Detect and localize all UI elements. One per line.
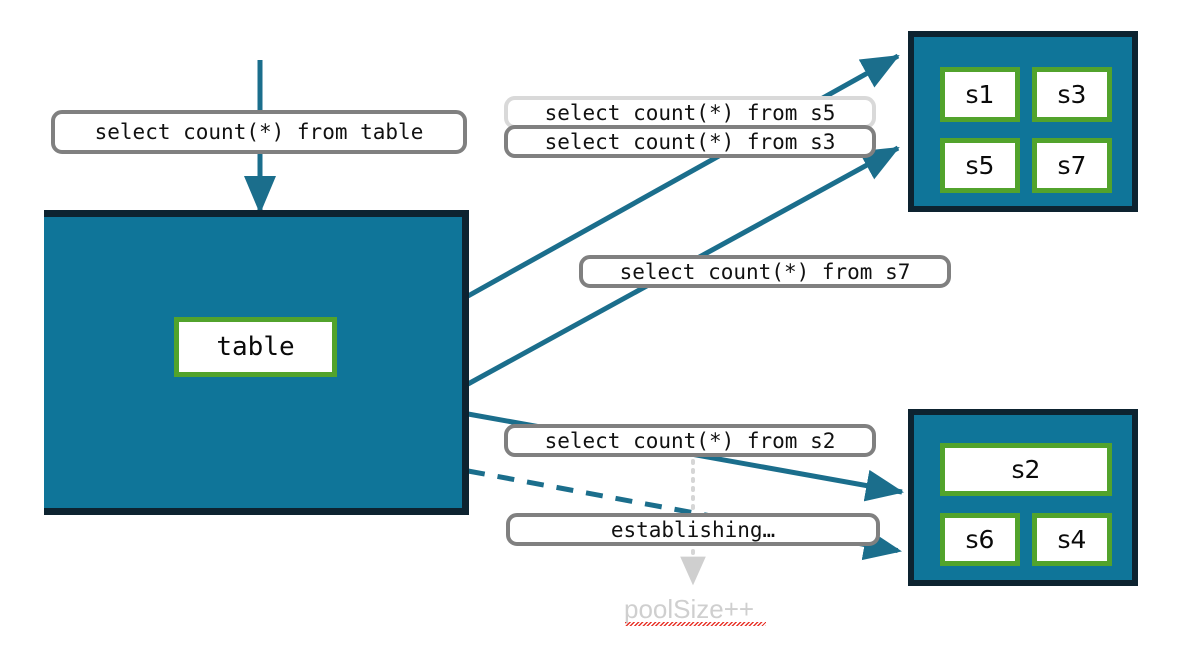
poolsize-note-text: poolSize++: [624, 594, 755, 624]
pool-group-bottom: s2 s6 s4: [908, 409, 1138, 586]
pool-node-s4-label: s4: [1057, 525, 1087, 554]
source-table-container: table: [44, 210, 469, 515]
pool-node-s2-label: s2: [1011, 455, 1041, 484]
pool-node-s7[interactable]: s7: [1032, 138, 1112, 193]
poolsize-note: poolSize++: [624, 594, 754, 625]
pool-node-s1[interactable]: s1: [940, 67, 1020, 122]
pool-node-s7-label: s7: [1057, 151, 1087, 180]
query-pill-s2-text: select count(*) from s2: [544, 428, 836, 453]
status-pill-establishing[interactable]: establishing…: [506, 513, 880, 546]
pool-group-top: s1 s3 s5 s7: [908, 31, 1138, 212]
pool-node-s1-label: s1: [965, 80, 995, 109]
pool-node-s3-label: s3: [1057, 80, 1087, 109]
pool-node-s6[interactable]: s6: [940, 513, 1020, 566]
query-pill-s2[interactable]: select count(*) from s2: [504, 424, 876, 457]
query-pill-s5-text: select count(*) from s5: [544, 100, 836, 125]
pool-node-s5-label: s5: [965, 151, 995, 180]
status-pill-establishing-text: establishing…: [610, 517, 776, 542]
query-pill-table-text: select count(*) from table: [94, 120, 424, 144]
pool-node-s5[interactable]: s5: [940, 138, 1020, 193]
query-pill-s7[interactable]: select count(*) from s7: [579, 255, 951, 288]
pool-node-s4[interactable]: s4: [1032, 513, 1112, 566]
pool-node-s2[interactable]: s2: [940, 443, 1112, 496]
query-pill-s3[interactable]: select count(*) from s3: [504, 125, 876, 158]
query-pill-s7-text: select count(*) from s7: [619, 259, 911, 284]
table-node-label: table: [216, 332, 295, 362]
table-node[interactable]: table: [174, 317, 337, 377]
query-pill-s3-text: select count(*) from s3: [544, 129, 836, 154]
query-pill-table[interactable]: select count(*) from table: [51, 110, 467, 154]
spellcheck-squiggle: [625, 622, 766, 626]
pool-node-s3[interactable]: s3: [1032, 67, 1112, 122]
pool-node-s6-label: s6: [965, 525, 995, 554]
